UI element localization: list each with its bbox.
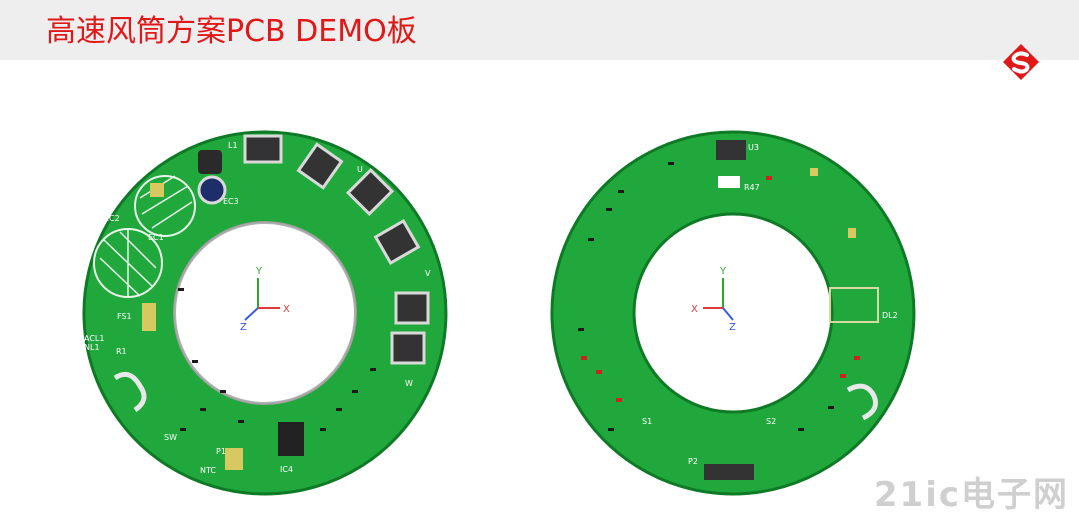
site-watermark: 21ic电子网 [873, 475, 1069, 515]
label-acl1: ACL1 [84, 334, 104, 343]
label-ec2: EC2 [104, 214, 120, 223]
pcb-front-board: Y X Z EC1 EC2 EC3 FS1 ACL1 NL1 U V W SW … [82, 130, 448, 496]
label-nl1: NL1 [84, 343, 100, 352]
brand-s-icon [1003, 44, 1039, 80]
label-r1: R1 [116, 347, 127, 356]
inductor [198, 150, 222, 174]
front-axis-x: X [283, 304, 290, 315]
label-ec1: EC1 [148, 233, 164, 242]
back-axis-y: Y [719, 266, 727, 277]
label-v: V [425, 269, 431, 278]
back-axis-x: X [691, 304, 698, 315]
label-p2: P2 [688, 457, 698, 466]
ec3-capacitor [197, 175, 227, 205]
label-u3: U3 [748, 143, 759, 152]
label-w: W [405, 379, 413, 388]
label-fs1: FS1 [117, 312, 132, 321]
label-l1: L1 [228, 141, 238, 150]
label-u: U [357, 165, 363, 174]
label-p1: P1 [216, 447, 226, 456]
slide-header: 高速风筒方案PCB DEMO板 [0, 0, 1079, 60]
label-dl2: DL2 [882, 311, 898, 320]
pcb-back-board: Y X Z DL2 P2 S1 S2 R47 U3 [550, 130, 916, 496]
back-axis-z: Z [729, 322, 736, 333]
label-s1: S1 [642, 417, 652, 426]
ec2-capacitor-outline [134, 175, 196, 237]
label-ec3: EC3 [223, 197, 239, 206]
slide-title: 高速风筒方案PCB DEMO板 [46, 14, 417, 49]
label-r47: R47 [744, 183, 760, 192]
front-axis-z: Z [240, 322, 247, 333]
label-sw: SW [164, 433, 177, 442]
ic4-chip [278, 422, 304, 456]
back-pcb-ring [550, 130, 916, 496]
label-ntc: NTC [200, 466, 216, 475]
front-axis-y: Y [255, 266, 263, 277]
label-ic4: IC4 [280, 465, 293, 474]
label-s2: S2 [766, 417, 776, 426]
